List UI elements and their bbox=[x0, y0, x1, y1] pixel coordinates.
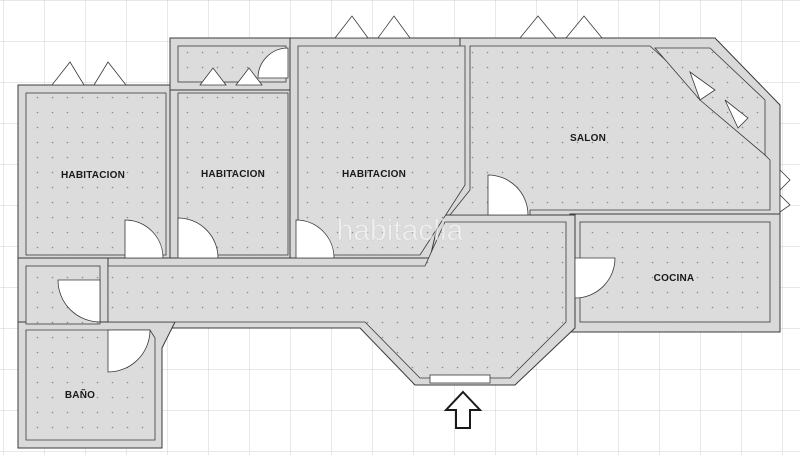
door-wc bbox=[57, 279, 101, 323]
window-habitacion-3 bbox=[334, 15, 411, 39]
door-cocina bbox=[574, 257, 616, 299]
floor-hall bbox=[107, 221, 567, 379]
window-salon-nook bbox=[689, 70, 749, 129]
window-salon-side bbox=[779, 169, 791, 213]
door-closet bbox=[257, 47, 289, 79]
watermark: habitaclia bbox=[337, 214, 464, 247]
arrow-up-outline-icon bbox=[443, 390, 483, 429]
label-bano: BAÑO bbox=[65, 388, 95, 401]
label-cocina: COCINA bbox=[654, 273, 695, 284]
floors bbox=[25, 45, 771, 441]
door-habitacion-3 bbox=[295, 219, 335, 259]
window-habitacion-1 bbox=[51, 61, 127, 86]
floor-salon-nook bbox=[654, 47, 766, 156]
entrance-opening bbox=[429, 374, 491, 384]
label-habitacion-1: HABITACION bbox=[61, 170, 125, 181]
window-habitacion-2 bbox=[199, 67, 263, 86]
door-habitacion-1 bbox=[124, 219, 164, 259]
doors bbox=[57, 47, 616, 373]
windows bbox=[51, 15, 791, 213]
door-habitacion-2 bbox=[177, 217, 219, 259]
label-habitacion-3: HABITACION bbox=[342, 169, 406, 180]
label-salon: SALON bbox=[570, 133, 606, 144]
window-salon bbox=[519, 15, 603, 39]
label-habitacion-2: HABITACION bbox=[201, 169, 265, 180]
door-bano bbox=[107, 329, 151, 373]
door-salon bbox=[487, 174, 529, 216]
